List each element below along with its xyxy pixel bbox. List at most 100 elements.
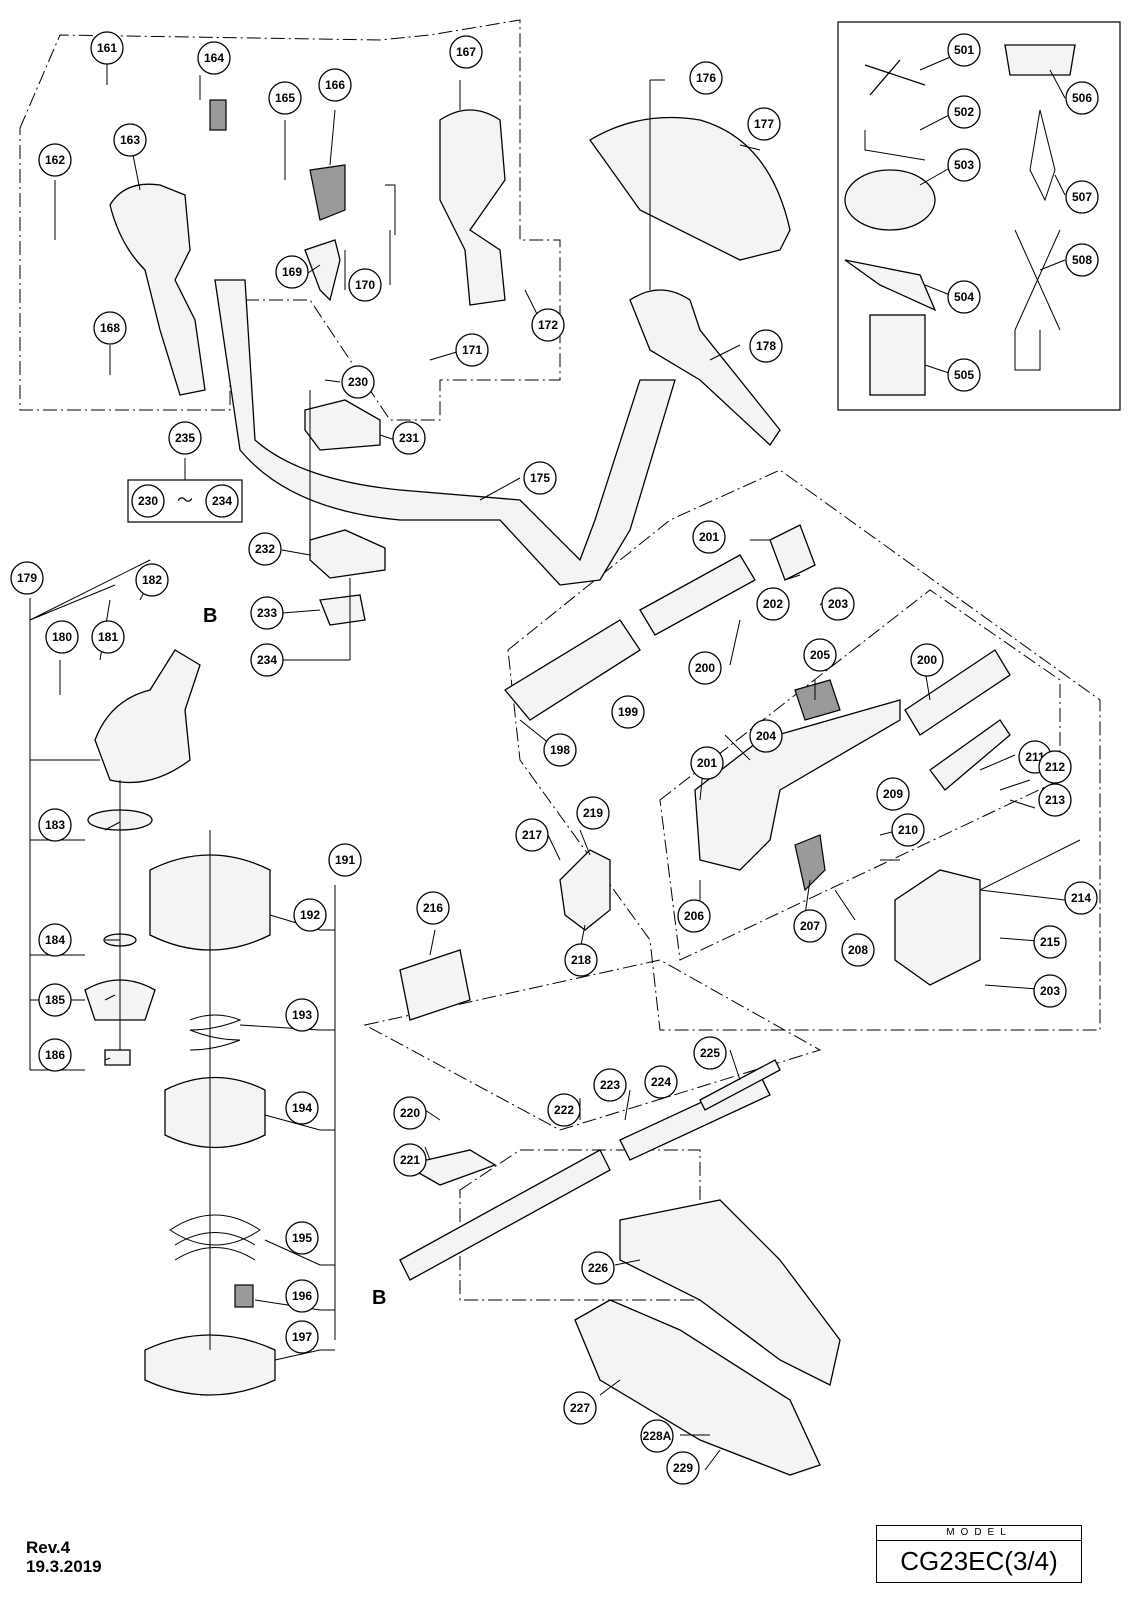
callout-label: 168 [100, 321, 120, 335]
shaft-225 [699, 1059, 781, 1111]
tube-200b [904, 649, 1011, 736]
callout-label: 503 [954, 158, 974, 172]
callout-184: 184 [38, 923, 72, 957]
callout-label: 201 [699, 530, 719, 544]
callout-201: 201 [692, 520, 726, 554]
callout-508: 508 [1065, 243, 1099, 277]
callout-circle [293, 898, 327, 932]
callout-circle [947, 358, 981, 392]
callout-label: 179 [17, 571, 37, 585]
callout-219: 219 [576, 796, 610, 830]
callout-label: 212 [1045, 760, 1065, 774]
strap-507 [1029, 109, 1056, 202]
callout-231: 231 [392, 421, 426, 455]
callout-circle [10, 561, 44, 595]
callout-circle [690, 746, 724, 780]
callout-label: 205 [810, 648, 830, 662]
callout-label: 231 [399, 431, 419, 445]
callout-168: 168 [93, 311, 127, 345]
callout-label: 167 [456, 45, 476, 59]
spring-193 [189, 1014, 242, 1051]
callout-label: 192 [300, 908, 320, 922]
group-216-outline [363, 959, 822, 1131]
callout-label: 165 [275, 91, 295, 105]
callout-169: 169 [275, 255, 309, 289]
callout-circle [168, 421, 202, 455]
callout-175: 175 [523, 461, 557, 495]
callout-label: 191 [335, 853, 355, 867]
callout-label: 213 [1045, 793, 1065, 807]
callout-label: 182 [142, 573, 162, 587]
callout-194: 194 [285, 1091, 319, 1125]
callout-circle [947, 95, 981, 129]
callout-circle [543, 733, 577, 767]
callout-circle [285, 1221, 319, 1255]
callout-label: 181 [98, 630, 118, 644]
accessories-box [837, 21, 1121, 411]
callout-circle [677, 899, 711, 933]
callout-circle [531, 308, 565, 342]
callout-label: 214 [1071, 891, 1091, 905]
callout-circle [688, 651, 722, 685]
callout-label: 507 [1072, 190, 1092, 204]
callout-186: 186 [38, 1038, 72, 1072]
callout-199: 199 [611, 695, 645, 729]
callout-label: 193 [292, 1008, 312, 1022]
callout-circle [564, 943, 598, 977]
callout-208: 208 [841, 933, 875, 967]
callout-226: 226 [581, 1251, 615, 1285]
callout-162: 162 [38, 143, 72, 177]
callout-223: 223 [593, 1068, 627, 1102]
callout-circle [793, 909, 827, 943]
revision-date: 19.3.2019 [26, 1557, 102, 1576]
callout-227: 227 [563, 1391, 597, 1425]
callout-circle [576, 796, 610, 830]
blade-504 [844, 259, 937, 312]
callout-202: 202 [756, 587, 790, 621]
callout-235: 235 [168, 421, 202, 455]
callout-circle [1038, 750, 1072, 784]
callout-circle [1038, 783, 1072, 817]
callout-circle [749, 719, 783, 753]
callout-label: 232 [255, 542, 275, 556]
callout-circle [248, 532, 282, 566]
callout-215: 215 [1033, 925, 1067, 959]
callout-circle [611, 695, 645, 729]
callout-circle [1033, 925, 1067, 959]
callout-197: 197 [285, 1320, 319, 1354]
callout-label: 224 [651, 1075, 671, 1089]
revision-number: Rev.4 [26, 1538, 71, 1557]
callout-label: 180 [52, 630, 72, 644]
callout-229: 229 [666, 1451, 700, 1485]
callout-circle [38, 1038, 72, 1072]
callout-label: 196 [292, 1289, 312, 1303]
callout-circle [947, 33, 981, 67]
callout-circle [547, 1093, 581, 1127]
callout-circle [947, 148, 981, 182]
tube-199 [504, 619, 641, 721]
callout-circle [416, 891, 450, 925]
callout-circle [197, 41, 231, 75]
callout-circle [1033, 974, 1067, 1008]
callout-506: 506 [1065, 81, 1099, 115]
clamp-231 [304, 399, 381, 451]
leader-lines [54, 54, 1066, 1471]
callout-201: 201 [690, 746, 724, 780]
callout-circle [689, 61, 723, 95]
callout-label: 203 [828, 597, 848, 611]
callout-label: 223 [600, 1078, 620, 1092]
callout-circle [93, 311, 127, 345]
housing-204 [694, 699, 901, 871]
callout-label: 220 [400, 1106, 420, 1120]
callout-501: 501 [947, 33, 981, 67]
callout-170: 170 [348, 268, 382, 302]
callout-label: 199 [618, 705, 638, 719]
holder-202 [769, 524, 816, 581]
line-503 [844, 169, 936, 231]
callout-label: 201 [697, 756, 717, 770]
callout-circle [285, 1279, 319, 1313]
callout-label: 184 [45, 933, 65, 947]
shaft-tube-b [399, 1149, 611, 1281]
clamp-221 [403, 1149, 497, 1186]
callout-504: 504 [947, 280, 981, 314]
